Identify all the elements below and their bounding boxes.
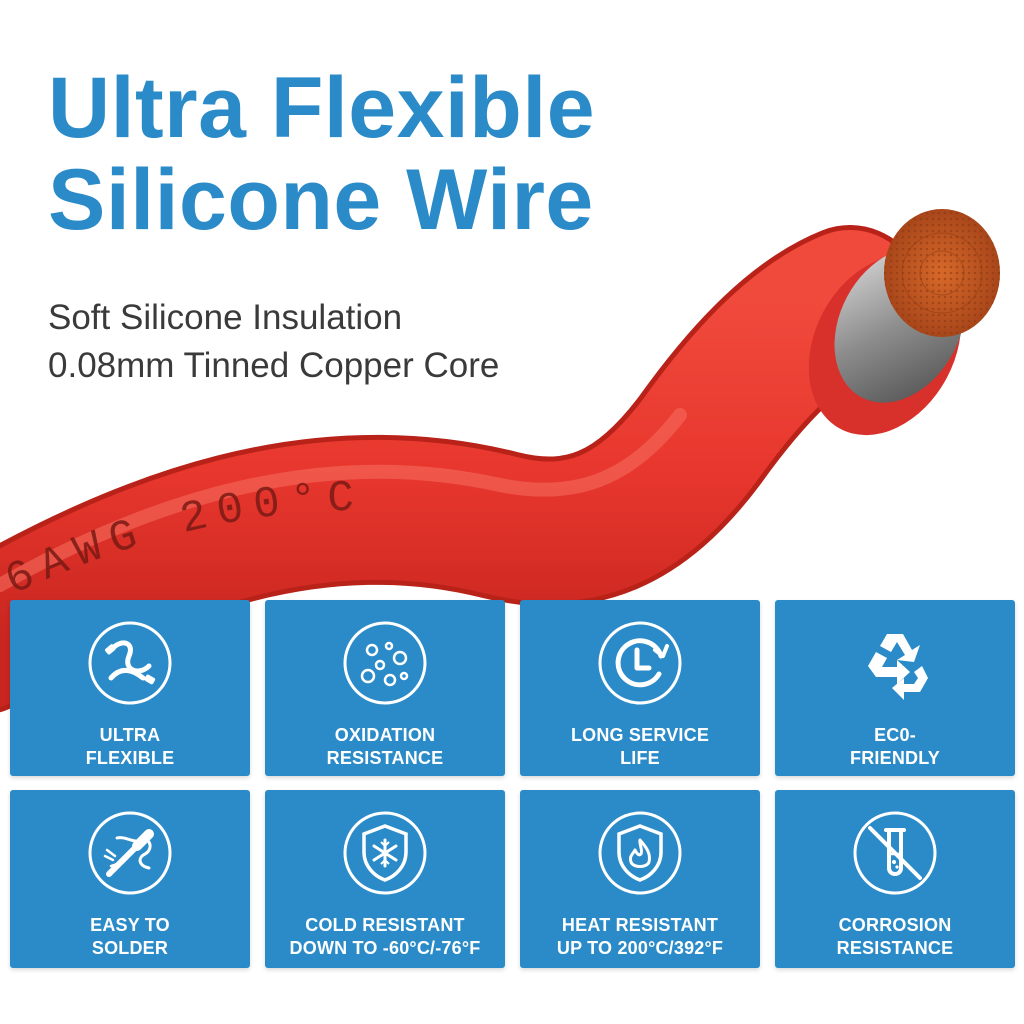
snowflake-shield-icon	[342, 810, 428, 896]
wire-jacket	[0, 230, 920, 707]
clock-icon	[597, 620, 683, 706]
feature-label: EC0- FRIENDLY	[850, 724, 940, 770]
flexible-wire-icon	[87, 620, 173, 706]
feature-label: ULTRA FLEXIBLE	[86, 724, 175, 770]
feature-tile-heat-resistant: HEAT RESISTANT UP TO 200°C/392°F	[520, 790, 760, 968]
feature-label-line-2: UP TO 200°C/392°F	[556, 938, 724, 958]
soldering-icon	[87, 810, 173, 896]
feature-tile-easy-to-solder: EASY TO SOLDER	[10, 790, 250, 968]
feature-grid: ULTRA FLEXIBLE OXIDATION RESISTANCE	[10, 600, 1015, 968]
headline-line-2: Silicone Wire	[48, 152, 594, 248]
feature-label: HEAT RESISTANT UP TO 200°C/392°F	[557, 914, 723, 960]
feature-tile-eco-friendly: EC0- FRIENDLY	[775, 600, 1015, 776]
feature-label-line-1: COLD RESISTANT	[305, 915, 465, 935]
feature-tile-corrosion-resistance: CORROSION RESISTANCE	[775, 790, 1015, 968]
feature-label: EASY TO SOLDER	[90, 914, 170, 960]
feature-label: CORROSION RESISTANCE	[837, 914, 954, 960]
feature-tile-cold-resistant: COLD RESISTANT DOWN TO -60°C/-76°F	[265, 790, 505, 968]
feature-label-line-2: FRIENDLY	[850, 748, 940, 768]
test-tube-icon	[852, 810, 938, 896]
feature-label-line-1: LONG SERVICE	[570, 725, 710, 745]
subheadline-line-2: 0.08mm Tinned Copper Core	[48, 346, 500, 385]
subheadline-line-1: Soft Silicone Insulation	[48, 298, 403, 337]
feature-label: COLD RESISTANT DOWN TO -60°C/-76°F	[290, 914, 481, 960]
feature-label-line-1: HEAT RESISTANT	[561, 915, 719, 935]
feature-label-line-2: RESISTANCE	[326, 748, 444, 768]
feature-label: LONG SERVICE LIFE	[571, 724, 709, 770]
feature-label-line-1: OXIDATION	[334, 725, 436, 745]
feature-label-line-1: ULTRA	[99, 725, 161, 745]
wire-jacket-highlight	[0, 408, 687, 592]
headline-line-1: Ultra Flexible	[48, 60, 596, 156]
feature-tile-ultra-flexible: ULTRA FLEXIBLE	[10, 600, 250, 776]
feature-label-line-2: LIFE	[620, 748, 660, 768]
feature-label-line-2: DOWN TO -60°C/-76°F	[289, 938, 481, 958]
feature-tile-oxidation-resistance: OXIDATION RESISTANCE	[265, 600, 505, 776]
bubbles-icon	[342, 620, 428, 706]
feature-label: OXIDATION RESISTANCE	[327, 724, 444, 770]
subheadline: Soft Silicone Insulation 0.08mm Tinned C…	[48, 294, 499, 390]
recycle-icon	[852, 620, 938, 706]
feature-label-line-2: RESISTANCE	[836, 938, 954, 958]
feature-tile-long-service-life: LONG SERVICE LIFE	[520, 600, 760, 776]
feature-label-line-1: EC0-	[874, 725, 916, 745]
feature-label-line-2: FLEXIBLE	[85, 748, 175, 768]
feature-label-line-2: SOLDER	[91, 938, 169, 958]
flame-shield-icon	[597, 810, 683, 896]
feature-label-line-1: CORROSION	[838, 915, 952, 935]
feature-label-line-1: EASY TO	[90, 915, 170, 935]
headline: Ultra Flexible Silicone Wire	[48, 62, 595, 246]
